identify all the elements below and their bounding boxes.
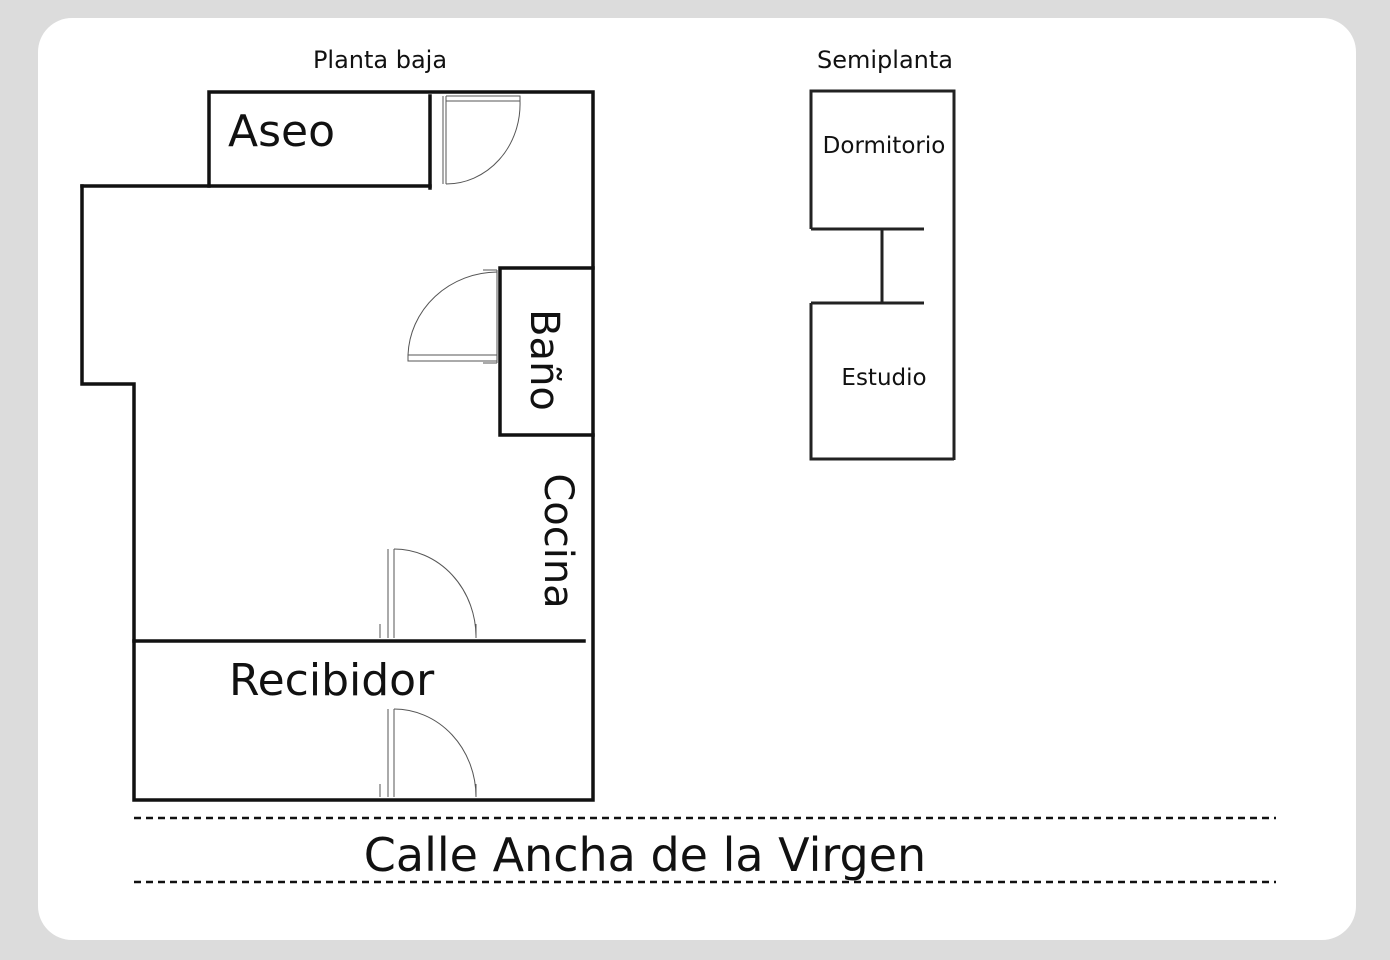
room-label-bano: Baño (521, 309, 567, 411)
half-floor-title: Semiplanta (817, 46, 953, 74)
room-label-aseo: Aseo (228, 106, 335, 157)
door-entrance (379, 708, 477, 798)
door-aseo (442, 95, 521, 185)
room-label-recibidor: Recibidor (229, 655, 435, 706)
ground-floor-walls (80, 90, 595, 802)
door-bano (407, 269, 498, 364)
room-label-cocina: Cocina (535, 473, 581, 608)
street-name: Calle Ancha de la Virgen (364, 828, 926, 882)
room-label-dormitorio: Dormitorio (823, 133, 946, 159)
half-floor-walls (809, 89, 956, 461)
door-cocina (379, 548, 477, 639)
ground-floor-title: Planta baja (313, 46, 447, 74)
room-label-estudio: Estudio (841, 365, 926, 391)
frame-card (38, 18, 1356, 940)
